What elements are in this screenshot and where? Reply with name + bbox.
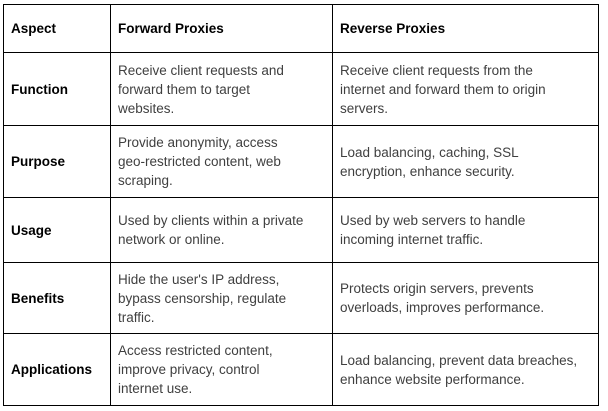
cell-usage-aspect: Usage <box>3 197 111 263</box>
cell-function-aspect: Function <box>3 52 111 126</box>
cell-applications-reverse: Load balancing, prevent data breaches, e… <box>332 333 599 406</box>
cell-usage-reverse: Used by web servers to handle incoming i… <box>332 197 599 263</box>
table-row-purpose: Purpose Provide anonymity, access geo-re… <box>3 125 599 198</box>
table-row-benefits: Benefits Hide the user's IP address, byp… <box>3 262 599 334</box>
cell-purpose-reverse: Load balancing, caching, SSL encryption,… <box>332 125 599 198</box>
header-row: Aspect Forward Proxies Reverse Proxies <box>3 4 599 53</box>
column-header-reverse-proxies: Reverse Proxies <box>332 4 599 53</box>
cell-applications-aspect: Applications <box>3 333 111 406</box>
cell-purpose-forward: Provide anonymity, access geo-restricted… <box>110 125 333 198</box>
cell-function-reverse: Receive client requests from the interne… <box>332 52 599 126</box>
table-row-function: Function Receive client requests and for… <box>3 52 599 126</box>
table-row-applications: Applications Access restricted content, … <box>3 333 599 406</box>
cell-benefits-reverse: Protects origin servers, prevents overlo… <box>332 262 599 334</box>
cell-usage-forward: Used by clients within a private network… <box>110 197 333 263</box>
cell-purpose-aspect: Purpose <box>3 125 111 198</box>
cell-function-forward: Receive client requests and forward them… <box>110 52 333 126</box>
table-row-usage: Usage Used by clients within a private n… <box>3 197 599 263</box>
proxy-comparison-table: Aspect Forward Proxies Reverse Proxies F… <box>3 4 599 406</box>
cell-benefits-forward: Hide the user's IP address, bypass censo… <box>110 262 333 334</box>
cell-applications-forward: Access restricted content, improve priva… <box>110 333 333 406</box>
column-header-forward-proxies: Forward Proxies <box>110 4 333 53</box>
column-header-aspect: Aspect <box>3 4 111 53</box>
cell-benefits-aspect: Benefits <box>3 262 111 334</box>
